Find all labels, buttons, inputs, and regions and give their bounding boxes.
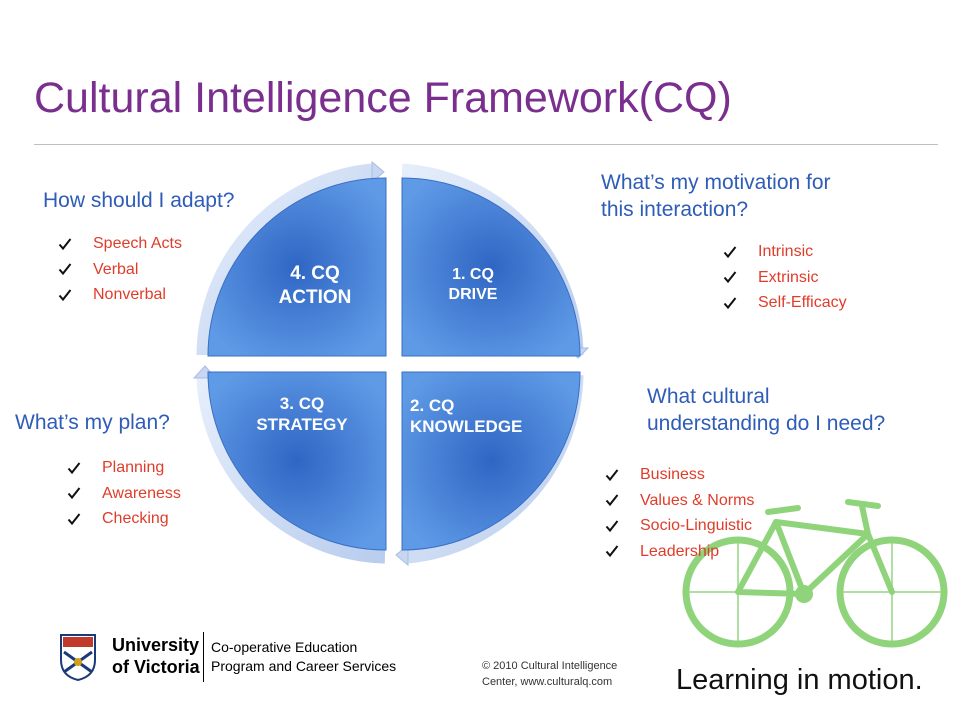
quadrant-drive	[401, 177, 581, 357]
slide-title: Cultural Intelligence Framework(CQ)	[34, 74, 732, 122]
list-item: Verbal	[58, 257, 182, 283]
question-plan: What’s my plan?	[15, 411, 170, 434]
list-item: Speech Acts	[58, 231, 182, 257]
quadrant-knowledge	[401, 371, 581, 551]
tagline: Learning in motion.	[676, 664, 923, 696]
checkmark-icon	[605, 493, 619, 507]
quadrant-label-drive: 1. CQ DRIVE	[448, 266, 498, 303]
checkmark-icon	[605, 544, 619, 558]
list-motivation: Intrinsic Extrinsic Self-Efficacy	[723, 239, 847, 316]
list-plan: Planning Awareness Checking	[67, 455, 181, 532]
department-name: Co-operative Education Program and Caree…	[211, 638, 396, 676]
quadrant-action	[207, 177, 387, 357]
checkmark-icon	[723, 296, 737, 310]
checkmark-icon	[605, 519, 619, 533]
question-motivation: What’s my motivation for this interactio…	[601, 171, 831, 221]
list-item: Awareness	[67, 481, 181, 507]
crest-icon	[60, 634, 96, 682]
department-line-1: Co-operative Education	[211, 639, 358, 655]
list-item: Self-Efficacy	[723, 290, 847, 316]
university-line-2: of Victoria	[112, 657, 200, 677]
question-adapt: How should I adapt?	[43, 189, 235, 212]
list-item: Checking	[67, 506, 181, 532]
checkmark-icon	[605, 468, 619, 482]
list-item: Intrinsic	[723, 239, 847, 265]
title-divider	[34, 144, 938, 145]
checkmark-icon	[67, 512, 81, 526]
question-understanding: What cultural understanding do I need?	[647, 385, 886, 435]
logo-divider	[203, 632, 204, 682]
checkmark-icon	[58, 288, 72, 302]
department-line-2: Program and Career Services	[211, 658, 397, 674]
list-understanding: Business Values & Norms Socio-Linguistic…	[605, 462, 754, 564]
cq-cycle-diagram	[192, 160, 590, 567]
checkmark-icon	[67, 486, 81, 500]
checkmark-icon	[67, 461, 81, 475]
university-line-1: University	[112, 635, 200, 655]
arrow-arc-action	[196, 163, 373, 356]
university-name: University of Victoria	[112, 634, 200, 678]
quadrant-strategy	[207, 371, 387, 551]
list-item: Values & Norms	[605, 488, 754, 514]
quadrant-label-strategy: 3. CQ STRATEGY	[256, 394, 348, 435]
list-item: Leadership	[605, 539, 754, 565]
list-item: Business	[605, 462, 754, 488]
checkmark-icon	[58, 262, 72, 276]
checkmark-icon	[58, 237, 72, 251]
list-item: Planning	[67, 455, 181, 481]
quadrant-label-knowledge: 2. CQ KNOWLEDGE	[410, 396, 523, 437]
list-item: Extrinsic	[723, 265, 847, 291]
university-logo: University of Victoria Co-operative Educ…	[58, 630, 408, 690]
copyright-notice: © 2010 Cultural Intelligence Center, www…	[482, 660, 618, 688]
checkmark-icon	[723, 245, 737, 259]
list-adapt: Speech Acts Verbal Nonverbal	[58, 231, 182, 308]
bicycle-icon	[682, 499, 948, 648]
arrow-head-action	[371, 160, 385, 184]
list-item: Socio-Linguistic	[605, 513, 754, 539]
arrow-arc-strategy	[196, 377, 386, 564]
quadrant-label-action: 4. CQ ACTION	[278, 263, 352, 308]
list-item: Nonverbal	[58, 282, 182, 308]
checkmark-icon	[723, 270, 737, 284]
